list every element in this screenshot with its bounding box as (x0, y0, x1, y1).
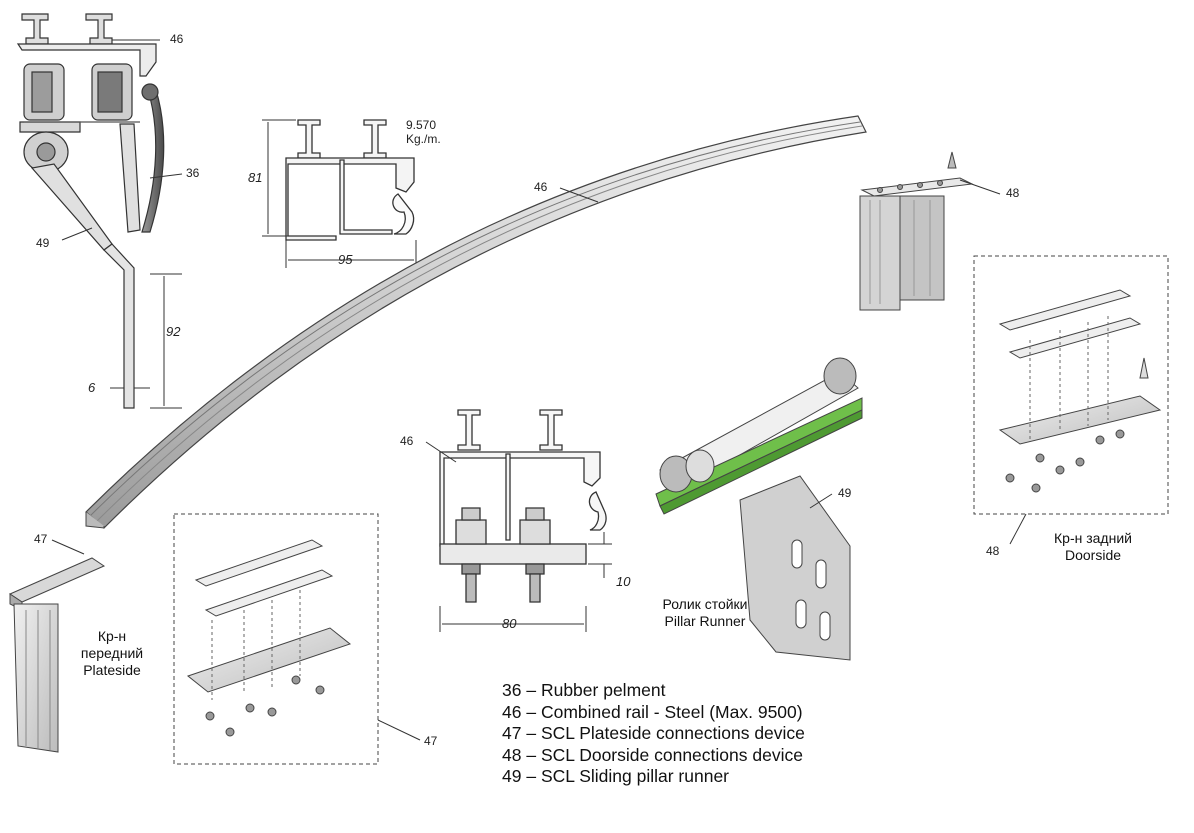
callout-49-runner: 49 (838, 486, 852, 500)
callout-48-box: 48 (986, 544, 1000, 558)
caption-plateside-line-3: Plateside (83, 662, 141, 678)
caption-plateside-line-2: передний (80, 645, 144, 661)
legend-item: 46 – Combined rail - Steel (Max. 9500) (502, 702, 805, 724)
bracket-dimension-lines (439, 532, 612, 632)
legend-separator: – (526, 723, 537, 743)
curved-rail-drawing (85, 115, 867, 529)
dimension-pillar-thickness: 6 (88, 380, 96, 395)
callout-46-top-left: 46 (170, 32, 184, 46)
leader-line-47-left (51, 539, 85, 555)
legend-text: Rubber pelment (540, 680, 666, 700)
legend-separator: – (526, 744, 537, 765)
caption-doorside: Кр-н задний Doorside (1038, 530, 1148, 564)
dimension-bracket-width: 80 (502, 616, 517, 631)
callout-46-rail: 46 (534, 180, 548, 194)
dimension-pillar-height: 92 (166, 324, 181, 339)
legend-text: SCL Plateside connections device (540, 723, 805, 743)
doorside-exploded-view-box (973, 255, 1169, 515)
callout-47-box: 47 (424, 734, 438, 748)
legend-item: 48 – SCL Doorside connections device (502, 745, 805, 767)
dimension-rail-width: 95 (338, 252, 353, 267)
leader-line-49 (61, 227, 93, 241)
callout-48-top: 48 (1006, 186, 1020, 200)
leader-line-48-top (959, 179, 1001, 195)
leader-line-48-box (1009, 513, 1027, 545)
plateside-exploded-drawing (186, 539, 352, 737)
callout-49-top-left: 49 (36, 236, 50, 250)
legend-item: 49 – SCL Sliding pillar runner (502, 766, 805, 788)
dimension-rail-height: 81 (248, 170, 263, 185)
dimension-plate-thickness: 10 (616, 574, 631, 589)
callout-46-bracket: 46 (400, 434, 414, 448)
rail-weight-value: 9.570 (406, 118, 437, 132)
leader-line-47-box (377, 719, 421, 741)
caption-pillar-runner-line-1: Ролик стойки (662, 596, 748, 612)
rail-profile-drawing (285, 119, 415, 241)
legend-item: 47 – SCL Plateside connections device (502, 723, 805, 745)
callout-47-left: 47 (34, 532, 48, 546)
legend-code: 36 (502, 680, 522, 700)
rail-profile-dimension-lines (262, 119, 417, 268)
doorside-bracket-3d-drawing (859, 151, 974, 311)
pillar-dimension-lines (110, 273, 182, 409)
plateside-exploded-view-box (173, 513, 379, 765)
rail-bracket-section-drawing (439, 409, 607, 603)
pillar-runner-section-drawing (16, 13, 165, 409)
leader-line-36 (149, 173, 183, 179)
pillar-runner-3d-drawing (655, 357, 863, 661)
leader-line-rail-46 (559, 187, 599, 203)
caption-pillar-runner: Ролик стойки Pillar Runner (640, 596, 770, 630)
legend-item: 36 – Rubber pelment (502, 680, 805, 702)
legend-code: 47 (502, 723, 522, 743)
legend-text: SCL Sliding pillar runner (540, 766, 730, 786)
legend-separator: – (526, 701, 537, 722)
rail-weight-unit: Kg./m. (406, 132, 441, 146)
doorside-exploded-drawing (998, 289, 1162, 493)
legend-code: 46 (502, 701, 522, 722)
leader-line-49-runner (809, 493, 833, 509)
leader-line-46-bracket (425, 441, 457, 463)
legend-code: 49 (502, 766, 522, 786)
caption-doorside-line-2: Doorside (1064, 547, 1122, 563)
caption-doorside-line-1: Кр-н задний (1054, 530, 1132, 546)
legend-code: 48 (502, 744, 522, 765)
plateside-bracket-3d-drawing (8, 557, 106, 753)
legend-separator: – (526, 766, 537, 786)
legend-text: SCL Doorside connections device (540, 744, 803, 765)
parts-legend: 36 – Rubber pelment 46 – Combined rail -… (502, 680, 805, 788)
caption-pillar-runner-line-2: Pillar Runner (664, 613, 746, 629)
legend-text: Combined rail - Steel (Max. 9500) (540, 701, 803, 722)
caption-plateside-line-1: Кр-н (97, 628, 127, 644)
legend-separator: – (526, 680, 537, 700)
caption-plateside: Кр-н передний Plateside (70, 628, 154, 679)
callout-36: 36 (186, 166, 200, 180)
